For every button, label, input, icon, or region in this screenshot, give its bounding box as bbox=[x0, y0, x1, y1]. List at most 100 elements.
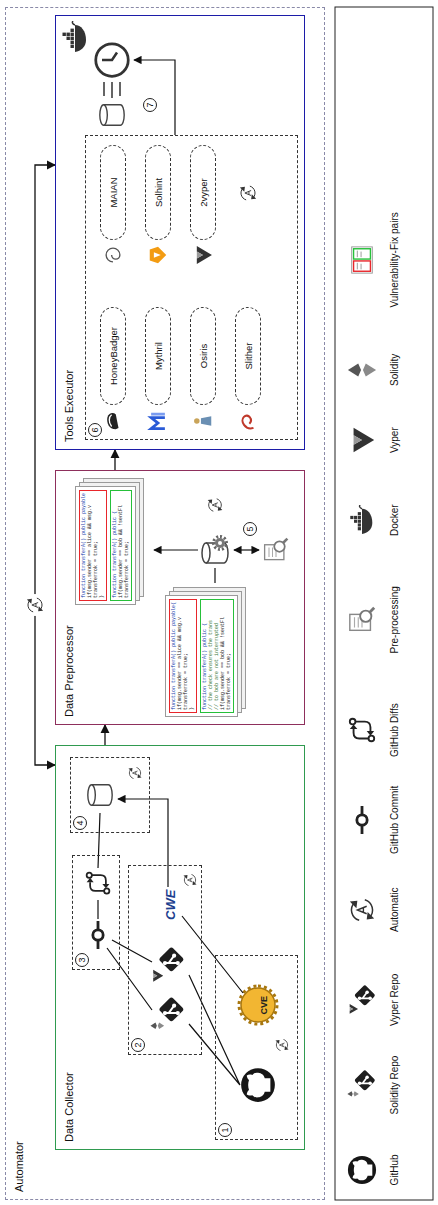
legend-label: Docker bbox=[389, 504, 400, 536]
legend-entry: GitHub Diffs bbox=[384, 703, 402, 757]
icon-ground bbox=[24, 594, 46, 616]
legend-frame bbox=[335, 7, 433, 1200]
diffs-icon bbox=[87, 873, 110, 894]
legend-icon bbox=[350, 608, 374, 631]
flow-line bbox=[154, 550, 215, 583]
legend-entry: Pre-processing bbox=[384, 586, 402, 653]
legend-icon bbox=[354, 428, 375, 452]
tool-icon bbox=[197, 246, 212, 264]
legend-label: Solidity Repo bbox=[389, 1056, 400, 1115]
legend-icon bbox=[350, 505, 372, 534]
code-line: if(msg.sender == bob && !sentFl bbox=[118, 493, 124, 598]
tool-icon bbox=[242, 416, 253, 429]
legend-entry: Solidity bbox=[384, 354, 402, 386]
automatic-icon bbox=[208, 499, 223, 511]
label-holder: CWE bbox=[161, 890, 179, 920]
callout-number: 4 bbox=[73, 816, 87, 830]
legend-label: Vulnerability-Fix pairs bbox=[389, 212, 400, 307]
legend-label: Solidity bbox=[389, 354, 400, 386]
step-box: 4 bbox=[70, 757, 150, 833]
code-line: if(msg.sender == alice && msg.v bbox=[87, 493, 93, 598]
executor-panel: Tools Executor6HoneyBadgerMAIANMythrilSo… bbox=[55, 15, 305, 450]
tool-pill: HoneyBadger bbox=[100, 307, 126, 405]
automatic-icon bbox=[276, 1040, 289, 1051]
frame-title: Automator bbox=[13, 1141, 25, 1192]
automatic-icon bbox=[129, 768, 142, 779]
code-line: transferrok = true; bbox=[183, 602, 189, 710]
tool-name: Mythril bbox=[153, 342, 164, 370]
database-icon bbox=[88, 785, 112, 806]
collector-panel: Data Collector1234 bbox=[55, 745, 305, 1150]
tool-pill: Osiris bbox=[190, 307, 216, 405]
flow-connector bbox=[35, 165, 55, 765]
legend-label: Pre-processing bbox=[389, 586, 400, 653]
code-card: function transferA() public payableif(ms… bbox=[75, 486, 136, 605]
callout-number: 6 bbox=[88, 423, 102, 437]
fixed-code: function transferA() public {if(msg.send… bbox=[110, 490, 132, 601]
legend-label: GitHub Commit bbox=[389, 786, 400, 854]
tool-pill: Mythril bbox=[145, 307, 171, 405]
solidity-repo-icon bbox=[150, 996, 184, 1028]
tool-name: Slither bbox=[243, 343, 254, 370]
callout-number: 5 bbox=[243, 522, 257, 536]
code-line: transferrok = true; bbox=[124, 493, 130, 598]
legend-icon bbox=[348, 363, 376, 376]
code-line: // to bob are not interrupted bbox=[214, 602, 220, 710]
tool-name: MAIAN bbox=[108, 177, 119, 207]
legend-label: Vyper bbox=[389, 427, 400, 453]
legend-icon bbox=[352, 247, 373, 273]
tool-pill: Solhint bbox=[145, 145, 171, 240]
logo-text: CWE bbox=[163, 890, 178, 920]
code-line: // the check ensures the trans bbox=[208, 602, 214, 710]
tool-icon bbox=[151, 413, 165, 429]
code-line: } bbox=[99, 493, 105, 598]
legend-icon bbox=[347, 1070, 375, 1097]
legend-entry: Solidity Repo bbox=[384, 1056, 402, 1115]
legend-icon bbox=[357, 806, 367, 834]
logo-text: CVE bbox=[259, 996, 269, 1015]
vulnerable-code: function transferA() public payable{if(m… bbox=[169, 599, 197, 713]
clock-icon bbox=[96, 44, 129, 77]
panel-title: Data Collector bbox=[63, 1072, 75, 1142]
code-line: transferrok = true; bbox=[226, 602, 232, 710]
tool-pill: MAIAN bbox=[100, 145, 126, 240]
legend-entry: GitHub bbox=[384, 1154, 402, 1185]
tool-name: HoneyBadger bbox=[108, 327, 119, 385]
step-box: 6 HoneyBadger MAIAN Mythril SolhintOsiris 2vy… bbox=[85, 135, 298, 440]
code-line: transferrok = true; bbox=[93, 493, 99, 598]
github-icon bbox=[241, 1068, 275, 1102]
code-line: } bbox=[189, 602, 195, 710]
preprocessor-illustration bbox=[154, 499, 287, 583]
code-card: function transferA() public payable{if(m… bbox=[165, 595, 238, 717]
flow-line bbox=[234, 549, 259, 550]
legend-entry: Vyper Repo bbox=[384, 974, 402, 1026]
code-line: function transferA() public { bbox=[112, 493, 118, 598]
legend-illustration bbox=[335, 7, 433, 1200]
tool-icon bbox=[106, 248, 120, 262]
legend-entry: Vyper bbox=[384, 427, 402, 453]
cve-logo bbox=[241, 988, 275, 1022]
code-line: function transferA() public payable{ bbox=[171, 602, 177, 710]
legend-label: GitHub Diffs bbox=[389, 703, 400, 757]
automatic-icon bbox=[27, 598, 43, 612]
callout-number: 7 bbox=[143, 98, 157, 112]
legend-label: GitHub bbox=[389, 1154, 400, 1185]
automatic-icon bbox=[240, 186, 256, 200]
database-icon bbox=[100, 105, 124, 126]
code-line: if(msg.sender == bob && !sentFl bbox=[220, 602, 226, 710]
vyper-repo-icon bbox=[153, 946, 184, 981]
collector-illustration bbox=[87, 768, 289, 1102]
label-holder: CVE bbox=[253, 996, 271, 1015]
speed-lines bbox=[104, 82, 120, 98]
flow-line bbox=[134, 60, 175, 135]
tool-icon bbox=[107, 413, 118, 429]
code-line: if(msg.sender == alice && msg.v bbox=[177, 602, 183, 710]
callout-number: 3 bbox=[75, 953, 89, 967]
docker-icon bbox=[63, 21, 87, 52]
label-holder: 7 bbox=[139, 98, 157, 112]
legend-icon bbox=[350, 985, 376, 1014]
tool-icon bbox=[194, 416, 211, 426]
code-line: function transferA() public payable bbox=[81, 493, 87, 598]
tool-pill: 2vyper bbox=[190, 145, 216, 240]
label-holder: 5 bbox=[239, 522, 257, 536]
